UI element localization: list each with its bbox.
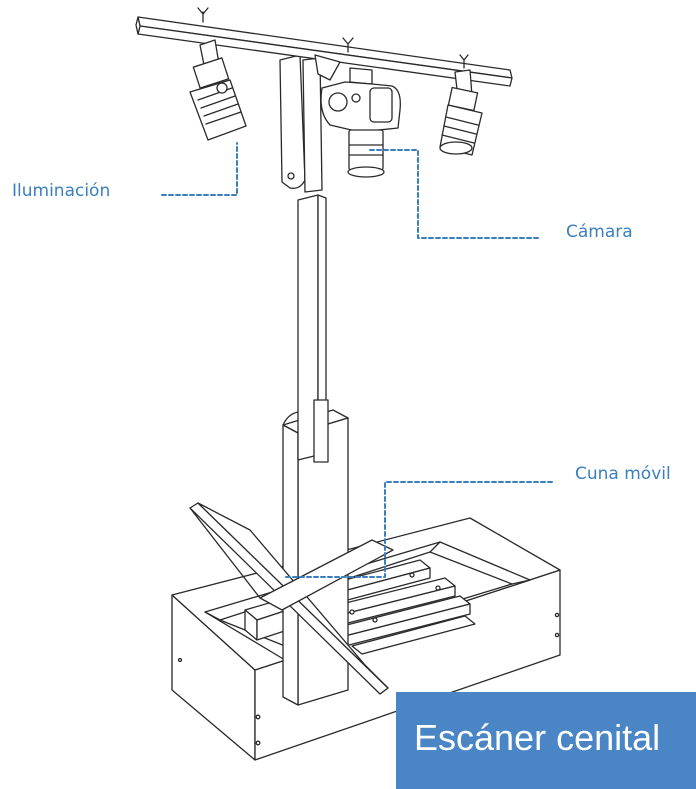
cradle-label: Cuna móvil	[575, 464, 671, 484]
upper-arm	[279, 54, 329, 463]
camera-leader	[369, 149, 541, 239]
top-bar	[135, 7, 513, 87]
title-badge: Escáner cenital	[396, 692, 696, 789]
cradle-plate	[189, 502, 394, 695]
lighting-label: Iluminación	[12, 181, 111, 201]
cradle-leader	[284, 481, 553, 578]
lighting-leader	[161, 142, 238, 196]
title-badge-text: Escáner cenital	[414, 717, 661, 758]
callout-leaders	[161, 142, 553, 578]
camera-icon	[320, 67, 401, 178]
camera-label: Cámara	[566, 222, 633, 242]
left-lamp-icon	[189, 39, 247, 141]
right-lamp-icon	[439, 69, 483, 156]
